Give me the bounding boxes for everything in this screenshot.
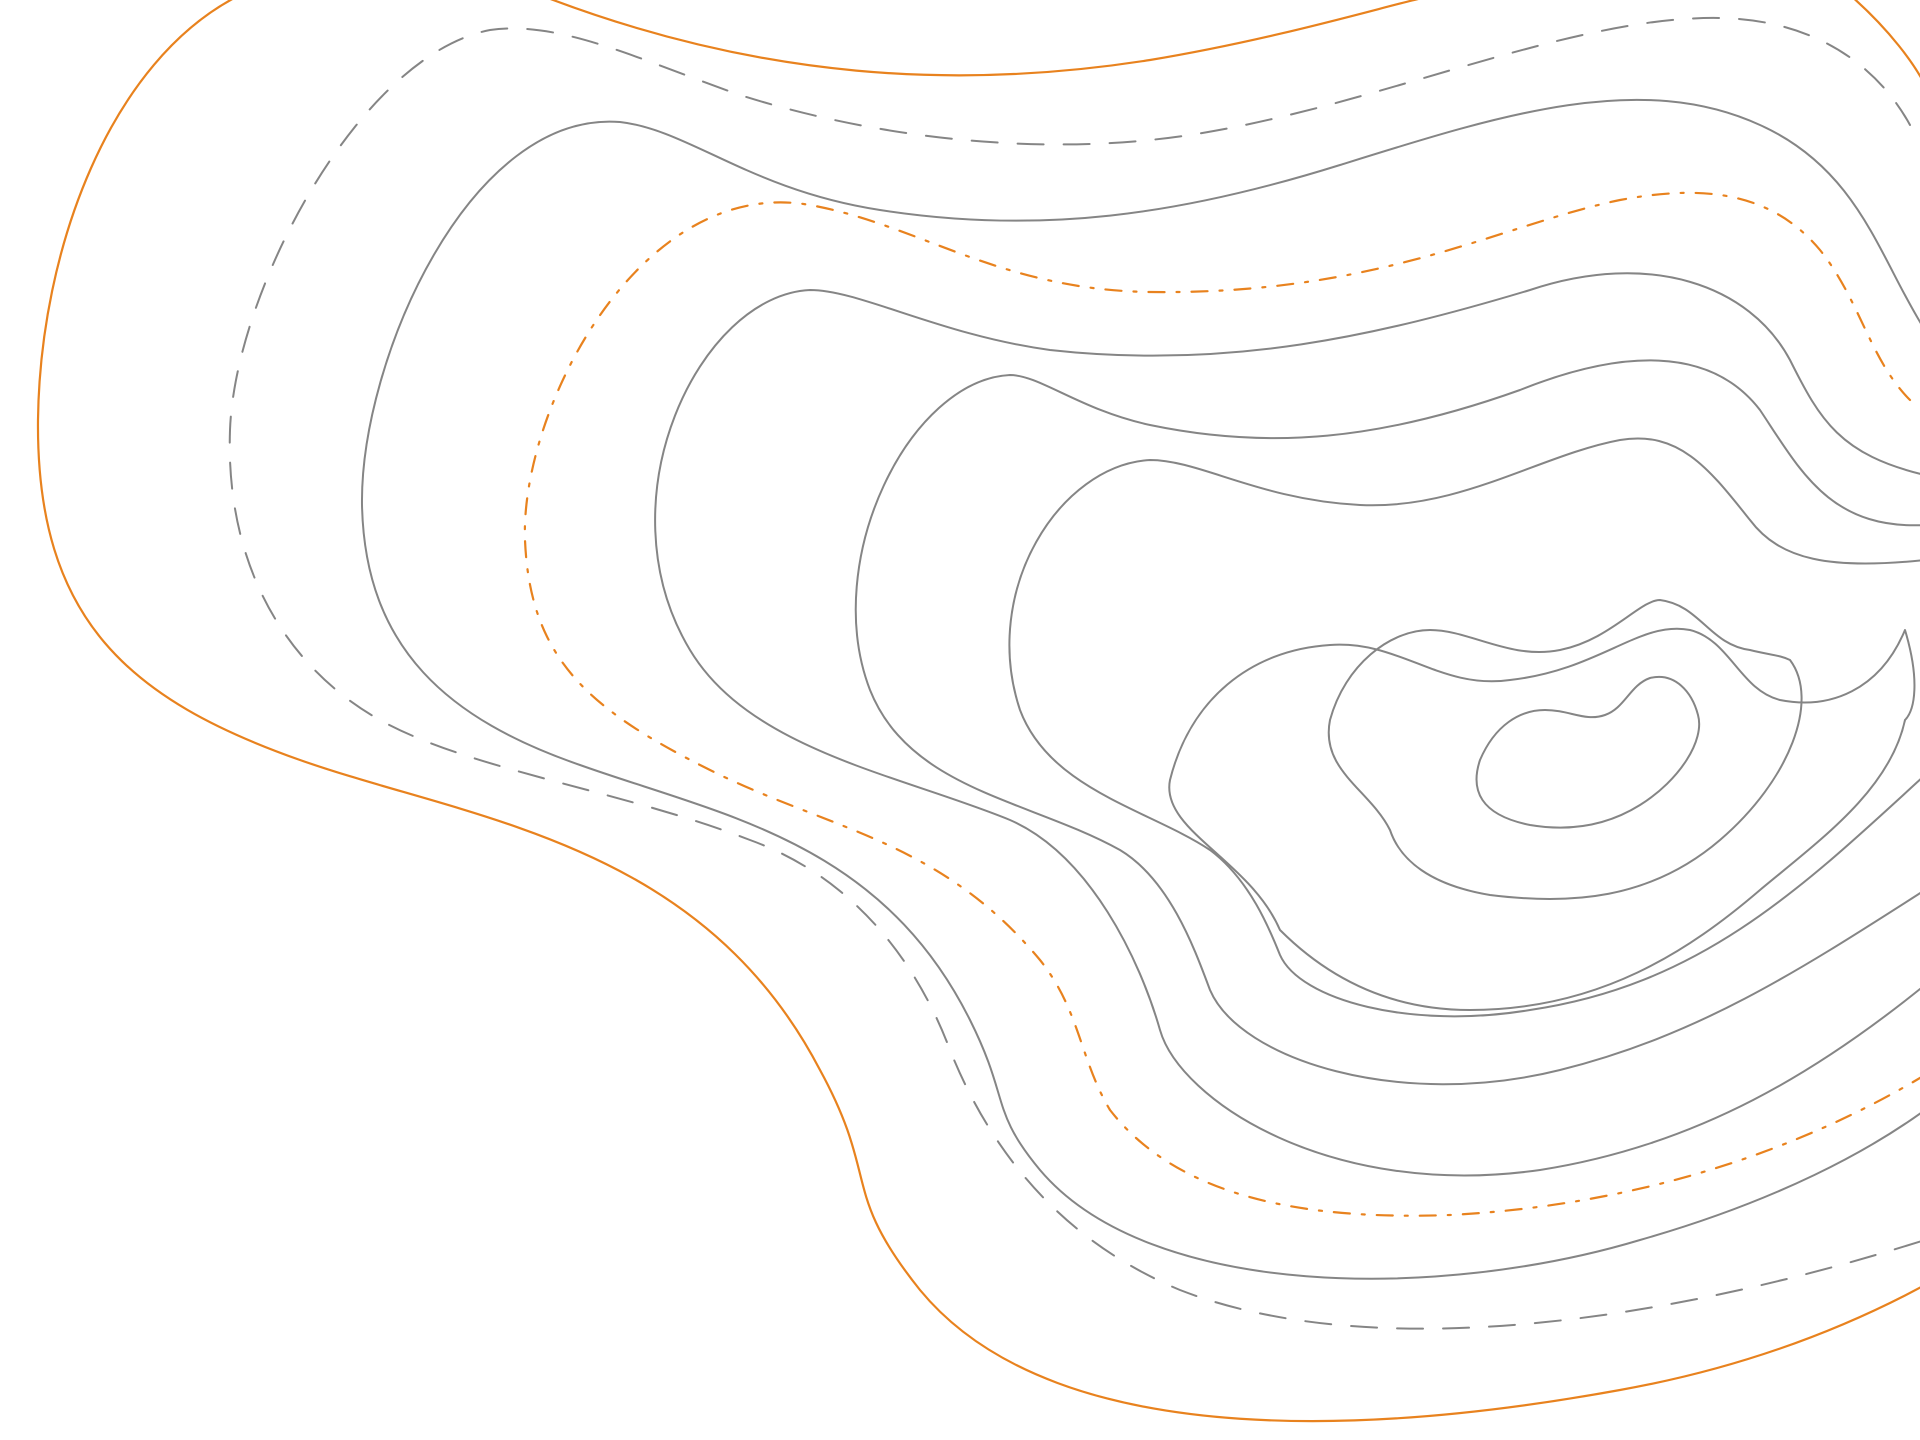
contour-outer-boundary-top [550,0,1419,77]
contour-ring-5 [1168,627,1916,1011]
contour-ring-1 [360,98,1920,1280]
contour-summit [1475,675,1701,829]
contour-ring-3 [854,359,1920,1086]
contour-outer-boundary-right [1853,0,1920,79]
contour-outer-boundary [36,0,1920,1423]
contour-ring-6 [1327,599,1803,901]
contour-ring-4 [1008,437,1920,1018]
contour-ring-dash-dot [523,191,1920,1217]
contour-ring-dashed [228,16,1920,1330]
contour-ring-2 [654,272,1920,1177]
